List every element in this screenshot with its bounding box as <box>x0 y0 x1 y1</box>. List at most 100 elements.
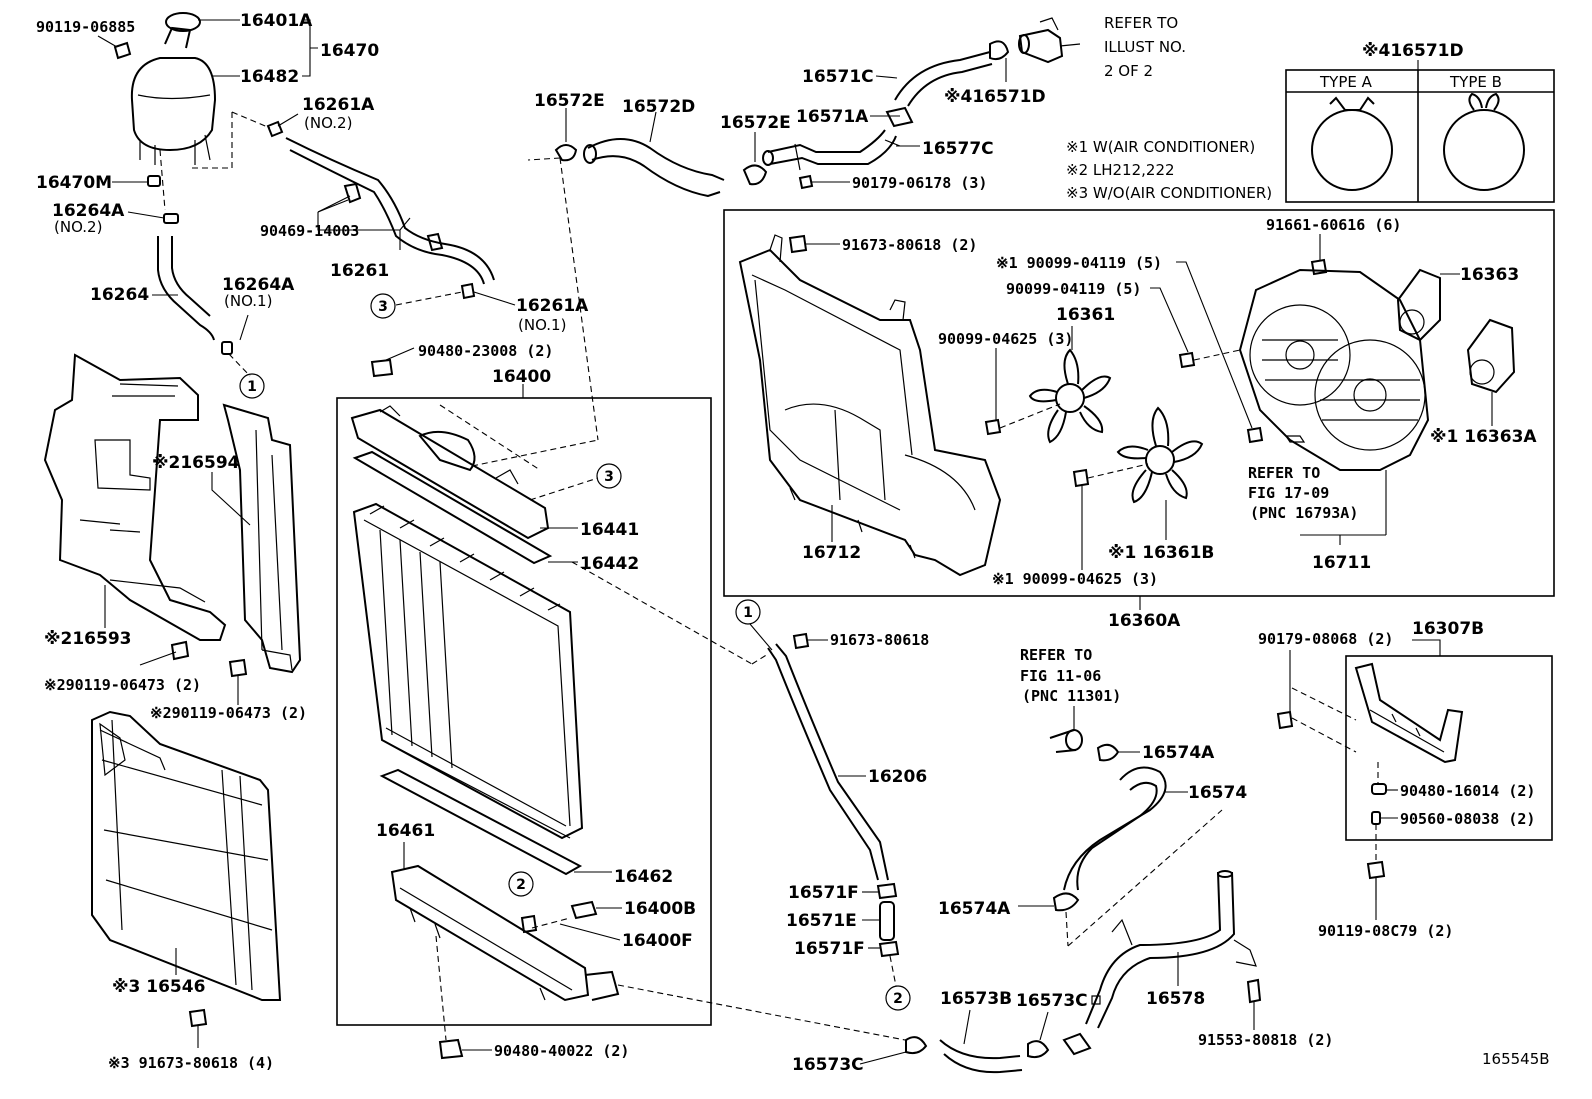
grommet-90480-16014 <box>1371 762 1398 795</box>
fan-16361b <box>1116 406 1204 540</box>
label-16400: 16400 <box>492 367 551 387</box>
label-16261a-no1: 16261A <box>516 296 589 316</box>
clamp-16261a-no2 <box>266 113 299 138</box>
label-16594: ※216594 <box>152 453 240 473</box>
label-90119-06473-a: ※290119-06473 (2) <box>44 676 201 694</box>
svg-text:3: 3 <box>604 469 614 485</box>
label-16571a: 16571A <box>796 107 869 127</box>
marker-2-bottom: 2 <box>885 985 911 1011</box>
label-16571d: ※416571D <box>944 87 1046 107</box>
bolt-91661-60616 <box>1310 234 1328 276</box>
svg-text:2: 2 <box>893 991 903 1007</box>
hose-16264 <box>152 236 215 341</box>
plug-16470m <box>112 175 161 187</box>
bolt-90119-06473-b <box>228 658 248 705</box>
label-16363: 16363 <box>1460 265 1519 285</box>
part-labels: 90119-06885 16401A 16470 16482 16261A (N… <box>36 11 1550 1075</box>
label-90099-04625-a: 90099-04625 (3) <box>938 330 1073 348</box>
marker-2-radiator: 2 <box>508 871 534 897</box>
clamp-16574a-b <box>1018 892 1080 912</box>
label-90179-06178: 90179-06178 (3) <box>852 174 987 192</box>
label-note-2: ※2 LH212,222 <box>1066 161 1175 179</box>
label-90480-40022: 90480-40022 (2) <box>494 1042 629 1060</box>
upper-tank-16441 <box>350 405 578 540</box>
label-16441: 16441 <box>580 520 639 540</box>
label-16206: 16206 <box>868 767 927 787</box>
bolt-91553-80818 <box>1246 978 1262 1030</box>
label-16261: 16261 <box>330 261 389 281</box>
pipe-end-fig-11-06 <box>1049 706 1083 753</box>
label-16573c-a: 16573C <box>792 1055 864 1075</box>
label-16572e-a: 16572E <box>534 91 605 111</box>
motor-16363 <box>1396 268 1460 342</box>
label-refer-fig11-1: REFER TO <box>1020 646 1092 664</box>
clamp-16572e-b <box>742 132 768 186</box>
label-16712: 16712 <box>802 543 861 563</box>
label-90560-08038: 90560-08038 (2) <box>1400 810 1535 828</box>
label-90119-06885: 90119-06885 <box>36 18 135 36</box>
label-type-a: TYPE A <box>1319 73 1373 91</box>
pipe-16571a-16577c <box>762 115 920 171</box>
clamp-16571d <box>989 40 1010 82</box>
label-refer-fig11-2: FIG 11-06 <box>1020 667 1101 685</box>
label-16574a-a: 16574A <box>1142 743 1215 763</box>
marker-3-left: 3 <box>370 293 396 319</box>
clamp-16573c-a <box>859 1036 928 1065</box>
label-refer-illust-3: 2 OF 2 <box>1104 62 1153 80</box>
label-90480-23008: 90480-23008 (2) <box>418 342 553 360</box>
reservoir-tank <box>130 12 217 165</box>
hose-16573b <box>939 1009 1023 1074</box>
label-refer-fig-2: FIG 17-09 <box>1248 484 1329 502</box>
label-16360a: 16360A <box>1108 611 1181 631</box>
label-16571e: 16571E <box>786 911 857 931</box>
drain-plug-16400f <box>520 914 621 941</box>
label-diagram-id: 165545B <box>1482 1050 1550 1068</box>
clamp-16571f-a <box>862 882 898 900</box>
bolt-91673-80618 <box>792 632 828 650</box>
drain-cock-16400b <box>570 900 622 920</box>
svg-text:1: 1 <box>743 605 753 621</box>
label-16593: ※216593 <box>44 629 132 649</box>
radiator-assembly-box <box>336 397 712 1026</box>
label-90119-08c79: 90119-08C79 (2) <box>1318 922 1453 940</box>
svg-text:1: 1 <box>247 379 257 395</box>
label-16578: 16578 <box>1146 989 1205 1009</box>
hose-16572d <box>583 111 725 198</box>
bolt-90119-06885 <box>97 35 132 60</box>
label-90099-04119-a: ※1 90099-04119 (5) <box>996 254 1162 272</box>
pipe-16578 <box>1085 870 1257 1029</box>
label-16546: ※3 16546 <box>112 977 205 997</box>
label-90099-04625-b: ※1 90099-04625 (3) <box>992 570 1158 588</box>
hose-16261 <box>285 137 495 285</box>
label-90480-16014: 90480-16014 (2) <box>1400 782 1535 800</box>
clamp-16261a-no1 <box>395 282 516 306</box>
bracket-box <box>1345 655 1553 841</box>
label-16572d: 16572D <box>622 97 695 117</box>
label-16571d-box: ※416571D <box>1362 41 1464 61</box>
seal-16462 <box>379 768 612 876</box>
bolt-90099-04625-a <box>984 348 1061 436</box>
label-16264a-no2: 16264A <box>52 201 125 221</box>
label-16573b: 16573B <box>940 989 1012 1009</box>
bolt-90099-04625-b <box>1072 463 1149 570</box>
clamp-type-box <box>1285 60 1555 203</box>
bolt-91673-80618-2 <box>788 234 840 254</box>
label-16361b: ※1 16361B <box>1108 543 1214 563</box>
marker-1-left: 1 <box>239 373 265 399</box>
label-refer-fig-3: (PNC 16793A) <box>1250 504 1358 522</box>
label-note-1: ※1 W(AIR CONDITIONER) <box>1066 138 1255 156</box>
clamp-16571f-b <box>868 940 900 958</box>
svg-text:2: 2 <box>516 877 526 893</box>
clamp-16264a-no2 <box>127 211 179 224</box>
label-16442: 16442 <box>580 554 639 574</box>
clamp-16573c-b <box>1027 995 1101 1059</box>
air-guide-16594 <box>222 403 302 674</box>
label-91661-60616: 91661-60616 (6) <box>1266 216 1401 234</box>
label-16264: 16264 <box>90 285 149 305</box>
label-refer-illust-2: ILLUST NO. <box>1104 38 1186 56</box>
collar-90560-08038 <box>1371 811 1398 825</box>
label-16307b: 16307B <box>1412 619 1484 639</box>
clamp-16572e-a <box>554 108 578 162</box>
hose-16574 <box>1063 766 1188 891</box>
